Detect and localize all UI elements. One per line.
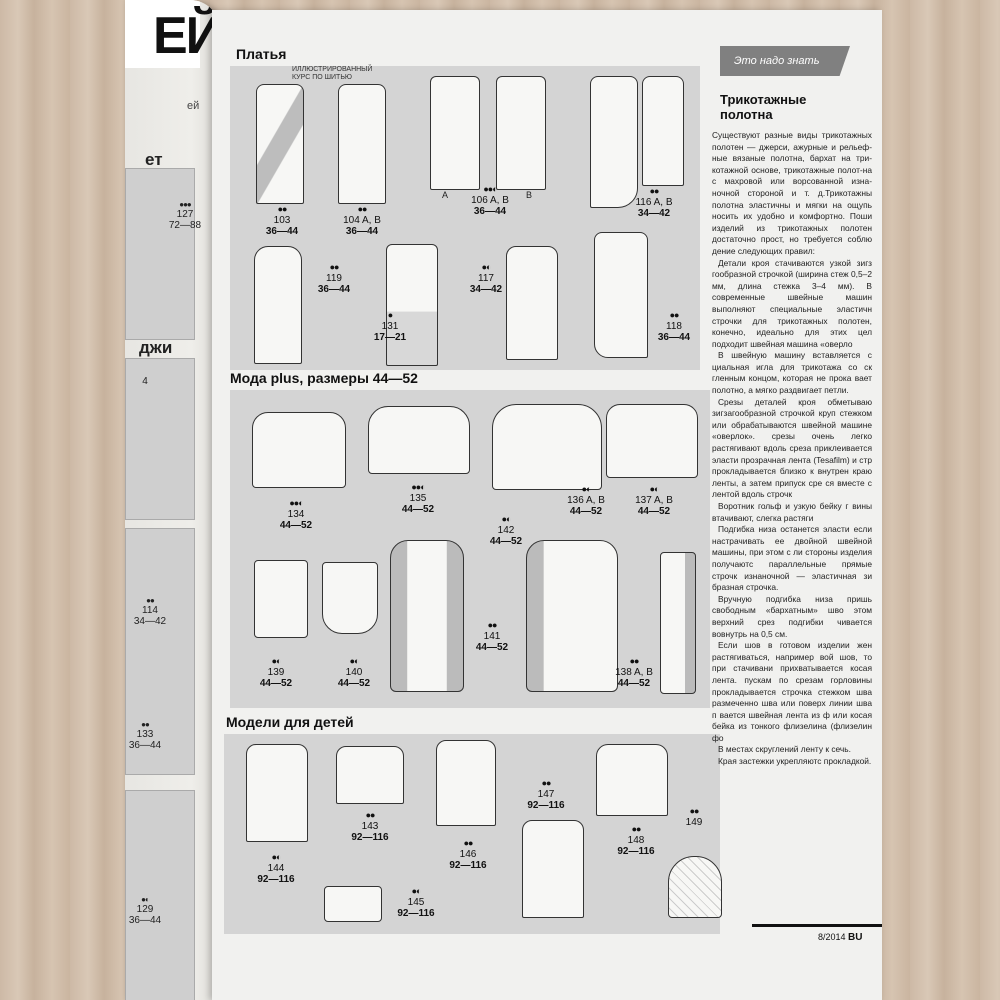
dress-illustration: [642, 76, 684, 186]
variant-letter-b: B: [526, 190, 533, 200]
left-code: ●● 114 34—42: [133, 596, 167, 627]
kids-dress-illustration: [246, 744, 308, 842]
info-banner-label: Это надо знать: [734, 55, 820, 67]
variant-letter-a: A: [442, 190, 449, 200]
info-banner: Это надо знать: [720, 46, 850, 76]
dress-illustration: [390, 540, 464, 692]
left-code: ●● 133 36—44: [128, 720, 162, 751]
skirt-illustration: [254, 560, 308, 638]
article-heading: Трикотажные полотна: [720, 92, 807, 122]
dresses-panel: ИЛЛЮСТРИРОВАННЫЙ КУРС ПО ШИТЬЮ A B ●●103…: [230, 66, 700, 370]
left-code: 4: [142, 376, 148, 387]
article-paragraph: Срезы деталей кроя обметываю зигзагообра…: [712, 396, 872, 500]
article-paragraph: Если шов в готовом изделии жен растягива…: [712, 640, 872, 743]
dress-illustration: [594, 232, 648, 358]
dress-illustration: [430, 76, 480, 190]
section-title-kids: Модели для детей: [226, 714, 354, 730]
section-title-plus: Мода plus, размеры 44—52: [230, 370, 418, 386]
article-paragraph: Края застежки укрепляютс прокладкой.: [718, 756, 872, 767]
left-page-illustration: [125, 528, 195, 775]
model-code: ●●149: [685, 806, 703, 828]
article-paragraph: Воротник гольф и узкую бейку г вины втач…: [712, 501, 872, 523]
left-page-illustration: [125, 168, 195, 340]
dress-illustration: [496, 76, 546, 190]
page-footer: 8/2014 BU: [818, 932, 863, 943]
top-illustration: [606, 404, 698, 478]
skirt-illustration: [322, 562, 378, 634]
dress-illustration: [526, 540, 618, 692]
bag-illustration: [668, 856, 722, 918]
left-code: ●◐ 129 36—44: [128, 895, 162, 926]
dress-illustration: [256, 84, 304, 204]
left-page-title-block: ЕЙ: [125, 0, 220, 68]
left-magazine-page: ЕЙ ей ет ●●● 127 72—88 джи 4 ●● 114 34—4…: [125, 0, 220, 1000]
kids-jacket-illustration: [336, 746, 404, 804]
left-code: ●●● 127 72—88: [168, 200, 202, 231]
course-note: ИЛЛЮСТРИРОВАННЫЙ КУРС ПО ШИТЬЮ: [292, 66, 373, 81]
left-page-big-letters: ЕЙ: [153, 7, 220, 65]
dress-illustration: [254, 246, 302, 364]
left-page-illustration: [125, 790, 195, 1000]
article-paragraph: В местах скруглений ленту к сечь.: [718, 744, 851, 755]
brand-name: BU: [848, 932, 863, 943]
jacket-illustration: [368, 406, 470, 474]
kids-top-illustration: [596, 744, 668, 816]
sweatshirt-illustration: [492, 404, 602, 490]
magazine-page: Платья ИЛЛЮСТРИРОВАННЫЙ КУРС ПО ШИТЬЮ A …: [212, 10, 882, 1000]
trousers-illustration: [660, 552, 696, 694]
section-title-dresses: Платья: [236, 46, 287, 62]
article-paragraph: Детали кроя стачиваются узкой зигз гообр…: [712, 257, 872, 349]
article-paragraph: Подгибка низа останется эласти если наст…: [712, 524, 872, 593]
article-paragraph: Существуют разные виды трикотажных полот…: [712, 130, 872, 256]
left-page-illustration: [125, 358, 195, 520]
kids-dress-illustration: [522, 820, 584, 918]
kids-vest-illustration: [436, 740, 496, 826]
article-paragraph: В швейную машину вставляется с циальная …: [712, 350, 872, 396]
dress-illustration: [506, 246, 558, 360]
left-page-fragment: ей: [187, 100, 200, 112]
dress-illustration: [386, 244, 438, 366]
article-body: Существуют разные виды трикотажных полот…: [712, 130, 872, 768]
dress-illustration: [590, 76, 638, 208]
left-page-heading: ет: [145, 150, 163, 169]
kids-shorts-illustration: [324, 886, 382, 922]
footer-rule: [752, 924, 882, 927]
dress-illustration: [338, 84, 386, 204]
jacket-illustration: [252, 412, 346, 488]
left-page-heading: джи: [139, 338, 173, 357]
issue-number: 8/2014: [818, 932, 846, 942]
article-paragraph: Вручную подгибка низа пришь свободным «б…: [712, 593, 872, 639]
